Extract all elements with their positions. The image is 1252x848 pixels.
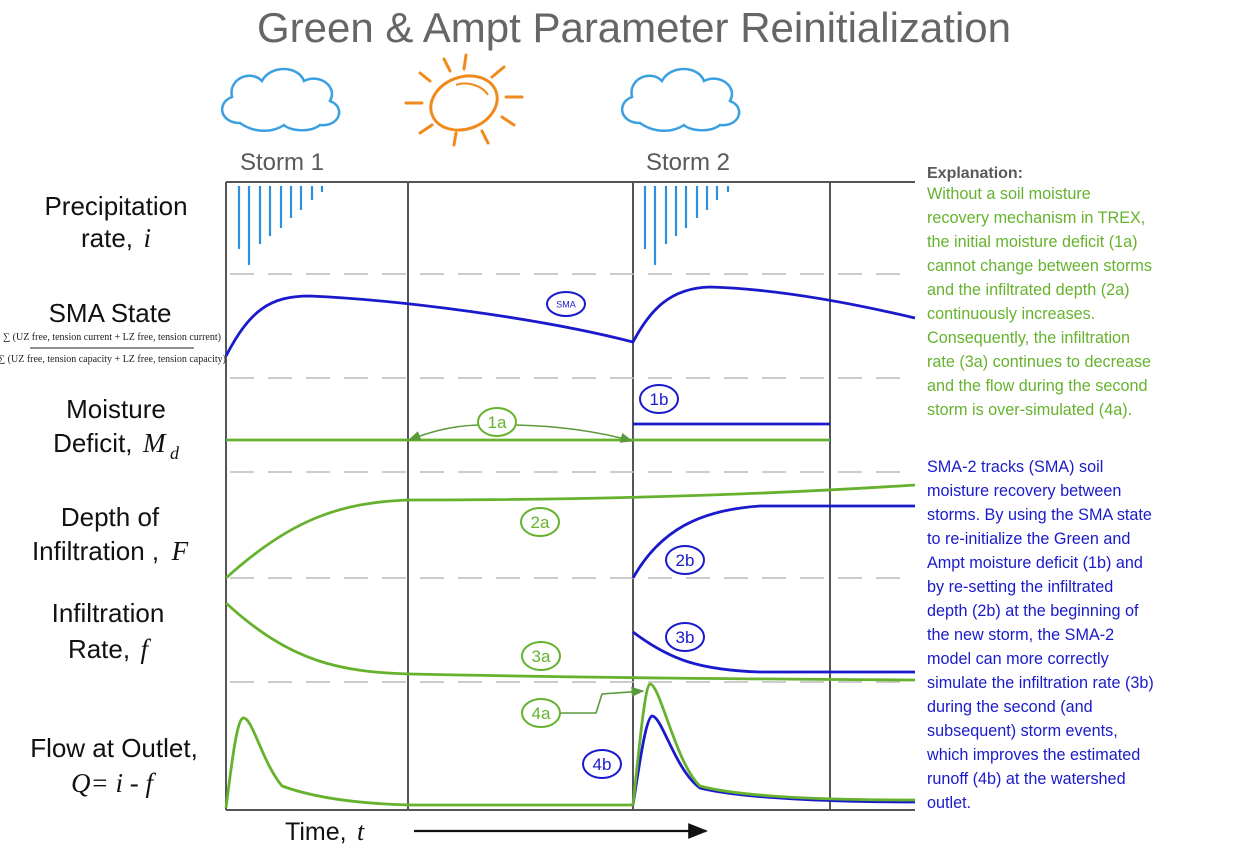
svg-text:SMA: SMA xyxy=(556,300,576,310)
svg-text:Moisture: Moisture xyxy=(66,394,166,424)
callout-1b: 1b xyxy=(639,384,679,414)
svg-text:2a: 2a xyxy=(531,513,550,532)
sun-icon xyxy=(404,53,524,147)
flow-green-curve-storm2 xyxy=(631,682,916,806)
callout-4a: 4a xyxy=(521,686,645,728)
time-axis-label: Time, t xyxy=(285,817,708,846)
label-flow-outlet: Flow at Outlet, Q= i - f xyxy=(30,733,198,798)
rate-green-curve xyxy=(225,601,916,682)
svg-text:Precipitation: Precipitation xyxy=(44,191,187,221)
label-sma-state: SMA State ∑ (UZ free, tension current + … xyxy=(0,298,226,365)
svg-text:Depth of: Depth of xyxy=(61,502,160,532)
svg-text:and the infiltrated depth (2a): and the infiltrated depth (2a) xyxy=(927,281,1129,299)
callout-3a: 3a xyxy=(521,641,561,671)
depth-green-curve xyxy=(225,483,916,580)
svg-text:moisture recovery between: moisture recovery between xyxy=(927,482,1121,500)
label-precipitation: Precipitation rate, i xyxy=(44,191,187,253)
svg-text:depth (2b) at the beginning of: depth (2b) at the beginning of xyxy=(927,602,1139,620)
svg-text:continuously increases.: continuously increases. xyxy=(927,305,1095,323)
svg-text:4a: 4a xyxy=(532,704,551,723)
svg-text:simulate the infiltration rate: simulate the infiltration rate (3b) xyxy=(927,674,1154,692)
rate-blue-curve xyxy=(632,630,915,674)
svg-text:Flow at Outlet,: Flow at Outlet, xyxy=(30,733,198,763)
svg-text:during the second (and: during the second (and xyxy=(927,698,1093,716)
sma-state-curve xyxy=(224,285,916,357)
svg-text:Infiltration: Infiltration xyxy=(52,598,165,628)
cloud-icon xyxy=(220,67,341,132)
svg-text:Deficit, M d: Deficit, M d xyxy=(53,428,180,463)
svg-text:model can more correctly: model can more correctly xyxy=(927,650,1110,668)
explanation-panel: Explanation: Without a soil moisture rec… xyxy=(926,165,1154,812)
svg-text:Q= i - f: Q= i - f xyxy=(71,768,156,798)
label-moisture-deficit: Moisture Deficit, M d xyxy=(53,394,180,463)
callout-2b: 2b xyxy=(665,545,705,575)
label-infiltration-rate: Infiltration Rate, f xyxy=(52,598,165,664)
svg-text:1a: 1a xyxy=(488,413,507,432)
svg-text:1b: 1b xyxy=(650,390,669,409)
callout-sma: SMA xyxy=(546,291,586,317)
svg-text:3b: 3b xyxy=(676,628,695,647)
svg-text:storms. By using the SMA state: storms. By using the SMA state xyxy=(927,506,1152,524)
sma-formula-denominator: ∑ (UZ free, tension capacity + LZ free, … xyxy=(0,354,226,365)
svg-text:the new storm, the SMA-2: the new storm, the SMA-2 xyxy=(927,626,1114,644)
svg-text:recovery mechanism in TREX,: recovery mechanism in TREX, xyxy=(927,209,1145,227)
svg-text:rate (3a) continues to decreas: rate (3a) continues to decrease xyxy=(927,353,1151,371)
storm-1-label: Storm 1 xyxy=(240,149,324,176)
storm-2-label: Storm 2 xyxy=(646,149,730,176)
diagram-title: Green & Ampt Parameter Reinitialization xyxy=(257,4,1011,51)
svg-text:and the flow during the second: and the flow during the second xyxy=(927,377,1147,395)
flow-blue-curve-storm2 xyxy=(631,714,916,806)
explanation-heading: Explanation: xyxy=(927,165,1023,182)
rain-storm-2 xyxy=(643,186,730,265)
svg-text:which improves the estimated: which improves the estimated xyxy=(926,746,1140,764)
svg-text:runoff (4b) at the watershed: runoff (4b) at the watershed xyxy=(927,770,1126,788)
svg-text:Rate, f: Rate, f xyxy=(68,634,152,664)
explanation-green-text: Without a soil moisture recovery mechani… xyxy=(927,185,1152,419)
svg-text:3a: 3a xyxy=(532,647,551,666)
callout-1a: 1a xyxy=(407,407,634,443)
svg-text:Infiltration , F: Infiltration , F xyxy=(32,536,189,566)
svg-text:Ampt moisture deficit (1b) and: Ampt moisture deficit (1b) and xyxy=(927,554,1143,572)
svg-text:storm is over-simulated (4a).: storm is over-simulated (4a). xyxy=(927,401,1132,419)
callout-4b: 4b xyxy=(582,749,622,779)
svg-text:subsequent) storm events,: subsequent) storm events, xyxy=(927,722,1118,740)
explanation-blue-text: SMA-2 tracks (SMA) soil moisture recover… xyxy=(926,458,1154,812)
row-dividers xyxy=(230,273,912,683)
svg-text:2b: 2b xyxy=(676,551,695,570)
svg-text:4b: 4b xyxy=(593,755,612,774)
svg-text:rate, i: rate, i xyxy=(81,223,151,253)
svg-text:Without a soil moisture: Without a soil moisture xyxy=(927,185,1091,203)
svg-text:Consequently, the infiltration: Consequently, the infiltration xyxy=(927,329,1130,347)
svg-text:SMA State: SMA State xyxy=(49,298,172,328)
svg-text:cannot change between storms: cannot change between storms xyxy=(927,257,1152,275)
svg-text:the initial moisture deficit (: the initial moisture deficit (1a) xyxy=(927,233,1138,251)
cloud-icon xyxy=(620,67,741,132)
svg-text:to re-initialize the Green and: to re-initialize the Green and xyxy=(927,530,1130,548)
depth-blue-curve xyxy=(631,504,915,579)
svg-text:SMA-2 tracks (SMA) soil: SMA-2 tracks (SMA) soil xyxy=(927,458,1103,476)
svg-text:by re-setting the infiltrated: by re-setting the infiltrated xyxy=(927,578,1113,596)
svg-text:Time, t: Time, t xyxy=(285,817,365,846)
rain-storm-1 xyxy=(237,186,324,265)
sma-formula-numerator: ∑ (UZ free, tension current + LZ free, t… xyxy=(3,332,221,343)
plot-frame xyxy=(225,181,915,811)
label-depth-infiltration: Depth of Infiltration , F xyxy=(32,502,189,566)
callout-3b: 3b xyxy=(665,622,705,652)
callout-2a: 2a xyxy=(520,507,560,537)
flow-green-curve-storm1 xyxy=(224,716,633,809)
svg-text:outlet.: outlet. xyxy=(927,794,971,812)
